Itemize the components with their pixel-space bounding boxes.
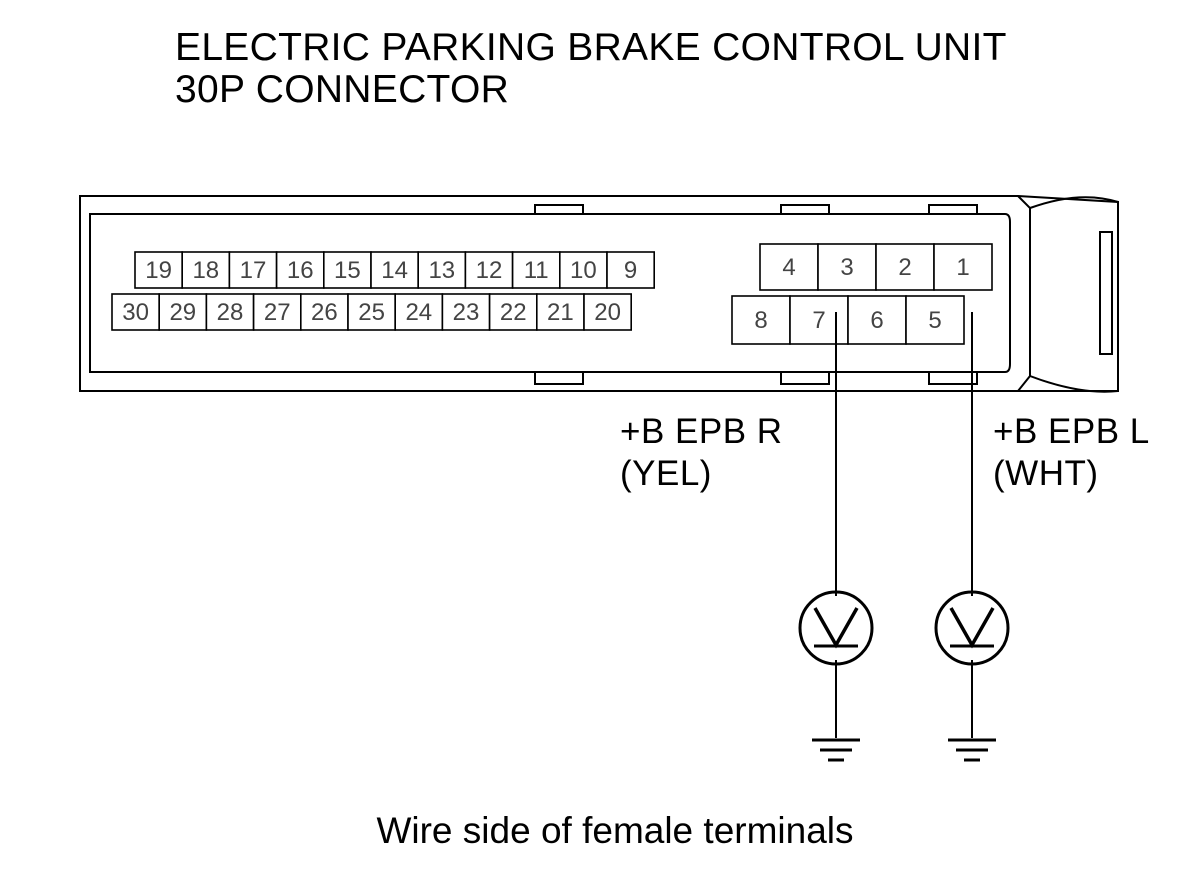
- pin-cell: [789, 295, 849, 345]
- pin-cell: [134, 251, 184, 289]
- connector-housing: [79, 195, 1119, 393]
- pin-number: 2: [898, 254, 911, 281]
- pin-number: 30: [122, 299, 149, 326]
- pin-cell: [488, 293, 538, 331]
- pin-cell: [606, 251, 656, 289]
- pin-cell: [370, 251, 420, 289]
- pin-cell: [759, 243, 819, 291]
- pin-number: 8: [754, 307, 767, 334]
- probe-r-wire-color: (YEL): [620, 454, 712, 493]
- pin-cell: [347, 293, 397, 331]
- pin-number: 17: [240, 257, 267, 284]
- pin-number: 21: [547, 299, 574, 326]
- pin-number: 25: [358, 299, 385, 326]
- probe-leads: [835, 312, 973, 738]
- pin-cell: [511, 251, 561, 289]
- pin-number: 1: [956, 254, 969, 281]
- probe-r-label: +B EPB R: [620, 412, 783, 451]
- pin-number: 4: [782, 254, 795, 281]
- pin-number: 7: [812, 307, 825, 334]
- diagram-caption: Wire side of female terminals: [376, 810, 854, 851]
- pin-number: 27: [264, 299, 291, 326]
- pin-number: 15: [334, 257, 361, 284]
- pin-number: 12: [476, 257, 503, 284]
- pin-number: 26: [311, 299, 338, 326]
- pin-cell: [933, 243, 993, 291]
- pin-number: 3: [840, 254, 853, 281]
- pin-number: 16: [287, 257, 314, 284]
- pin-number: 29: [169, 299, 196, 326]
- pin-number: 9: [624, 257, 637, 284]
- probe-l-wire-color: (WHT): [993, 454, 1099, 493]
- pin-number: 20: [594, 299, 621, 326]
- pin-number: 19: [145, 257, 172, 284]
- probe-l-label: +B EPB L: [993, 412, 1150, 451]
- pin-cell: [464, 251, 514, 289]
- pin-number: 5: [928, 307, 941, 334]
- pin-cell: [731, 295, 791, 345]
- voltmeter-icon: [934, 590, 1010, 666]
- diagram-title-line2: 30P CONNECTOR: [175, 68, 510, 111]
- pin-cell: [181, 251, 231, 289]
- pin-number: 23: [453, 299, 480, 326]
- pin-cell: [583, 293, 633, 331]
- pin-number: 18: [192, 257, 219, 284]
- pin-cell: [205, 293, 255, 331]
- pin-cell: [417, 251, 467, 289]
- pin-number: 10: [570, 257, 597, 284]
- pin-number: 28: [217, 299, 244, 326]
- voltmeter-icon: [798, 590, 874, 666]
- ground-icon: [948, 738, 996, 762]
- pin-number: 13: [428, 257, 455, 284]
- pin-cell: [252, 293, 302, 331]
- pin-cell: [322, 251, 372, 289]
- pin-cell: [158, 293, 208, 331]
- pin-cell: [228, 251, 278, 289]
- pin-number: 6: [870, 307, 883, 334]
- pin-cell: [905, 295, 965, 345]
- pin-number: 22: [500, 299, 527, 326]
- pin-number: 11: [524, 257, 549, 284]
- pin-cell: [847, 295, 907, 345]
- pin-number: 24: [405, 299, 432, 326]
- pin-number: 14: [381, 257, 408, 284]
- diagram-title-line1: ELECTRIC PARKING BRAKE CONTROL UNIT: [175, 26, 1007, 69]
- ground-icon: [812, 738, 860, 762]
